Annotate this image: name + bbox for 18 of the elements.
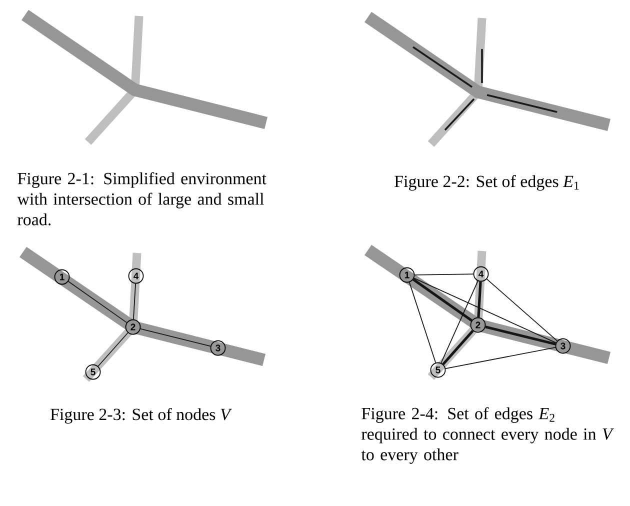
connector-line [412,278,472,322]
connector-line [414,278,556,344]
connector-line [133,283,136,320]
connector-line [140,328,211,347]
connector-line [408,282,436,364]
connector-line [98,332,128,367]
connector-line [414,274,474,276]
figure-caption: Figure 2-3: Set of nodes V [50,408,232,424]
connector-line [485,326,556,346]
connector-line [445,347,556,369]
connector-line [477,282,482,318]
figure-caption: Figure 2-1: Simplified environment with intersection of large and small road. [17,172,266,226]
connector-line [440,280,478,364]
figure-caption: Figure 2-4: Set of edges E$_{2}$ required to connect every node in V to every other [361,407,614,464]
connector-line [442,330,474,366]
connector-line [486,278,558,342]
connector-line [68,280,128,323]
figure-caption: Figure 2-2: Set of edges E$_{1}$ [394,175,579,191]
